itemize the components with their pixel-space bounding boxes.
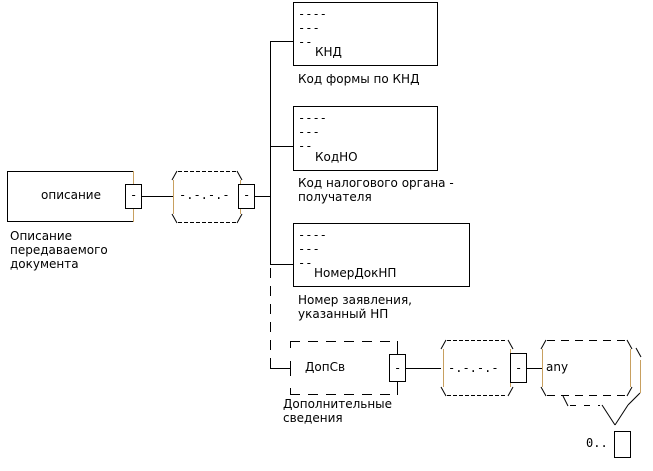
element-lines: ---- --- -- [298, 7, 327, 49]
multiplicity-label: 0.. [586, 436, 608, 450]
element-lines: ---- --- -- [298, 228, 327, 270]
element-annotation-nomerdoknp: Номер заявления, указанный НП [298, 293, 412, 321]
multiplicity-box [614, 431, 631, 458]
connector-glyph: - [394, 361, 402, 375]
element-name-nomerdoknp: НомерДокНП [314, 266, 397, 280]
connector-glyph: - [130, 188, 138, 202]
connector-glyph: - [243, 188, 251, 202]
root-element-annotation: Описание передаваемого документа [10, 229, 108, 271]
any-element-name: any [546, 360, 569, 374]
element-name-dopsv: ДопСв [305, 360, 346, 374]
element-annotation-knd: Код формы по КНД [298, 72, 420, 86]
connector-glyph: - [515, 361, 523, 375]
root-element-box[interactable] [7, 171, 134, 222]
element-box-dopsv[interactable] [290, 341, 398, 395]
sequence-compositor-label: -.-.-.- [179, 188, 230, 202]
element-box-nomerdoknp[interactable] [293, 223, 470, 287]
element-name-kodno: КодНО [315, 150, 358, 164]
element-annotation-kodno: Код налогового органа - получателя [298, 176, 454, 204]
any-element-shape[interactable] [540, 339, 642, 426]
element-name-knd: КНД [315, 45, 342, 59]
sequence-compositor-label: -.-.-.- [448, 361, 499, 375]
element-box-kodno[interactable] [293, 106, 438, 171]
element-annotation-dopsv: Дополнительные сведения [283, 397, 393, 425]
element-box-knd[interactable] [293, 2, 438, 66]
root-element-name: описание [41, 188, 101, 202]
element-lines: ---- --- -- [298, 111, 327, 153]
